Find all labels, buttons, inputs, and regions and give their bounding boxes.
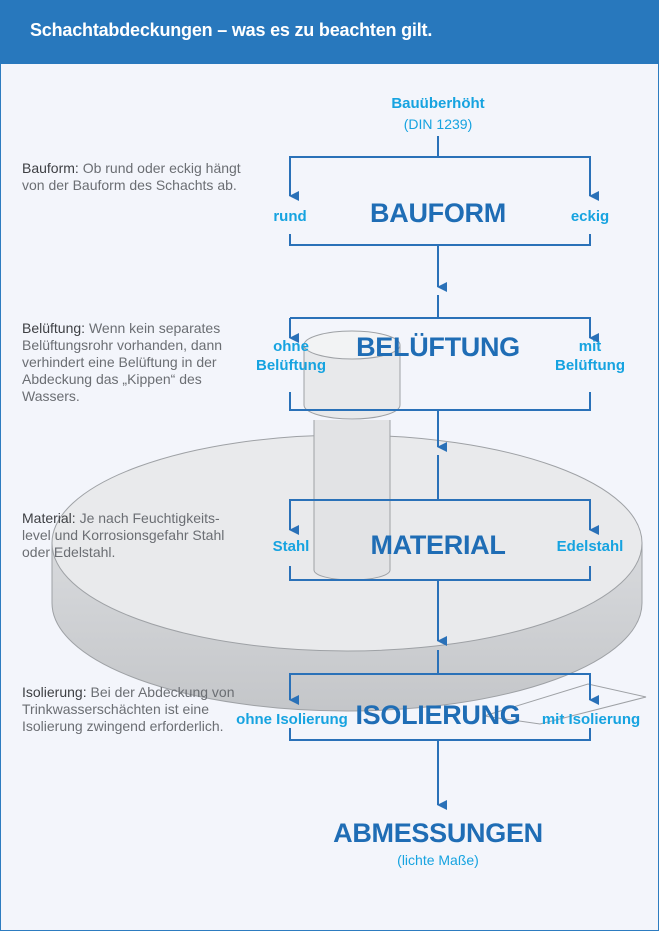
option-ohne-isolierung: ohne Isolierung: [236, 711, 348, 728]
top-label: Bauüberhöht: [391, 95, 485, 112]
option-ohne-belueftung: ohne Belüftung: [256, 338, 326, 374]
step-title-bauform: BAUFORM: [370, 198, 506, 228]
bottom-title-abmessungen: ABMESSUNGEN: [333, 818, 543, 848]
note-term: Bauform:: [22, 160, 79, 176]
note-term: Belüftung:: [22, 320, 86, 336]
option-stahl: Stahl: [272, 538, 310, 555]
header-bar: Schachtabdeckungen – was es zu beachten …: [0, 0, 659, 64]
top-sublabel: (DIN 1239): [403, 116, 473, 132]
option-mit-belueftung: mit Belüftung: [555, 338, 625, 374]
note-text: Ob rund oder eckig hängt von der Bauform…: [22, 160, 241, 193]
note-text: Wenn kein separates Belüftungsrohr vorha…: [22, 320, 223, 404]
option-rund: rund: [273, 208, 307, 225]
option-mit-isolierung: mit Isolierung: [541, 711, 641, 728]
note-belueftung: Belüftung: Wenn kein separates Belüftung…: [22, 320, 242, 405]
note-term: Isolierung:: [22, 684, 87, 700]
note-term: Material:: [22, 510, 76, 526]
step-title-isolierung: ISOLIERUNG: [355, 700, 521, 730]
page-title: Schachtabdeckungen – was es zu beachten …: [30, 20, 433, 40]
note-material: Material: Je nach Feuchtigkeits-level un…: [22, 510, 242, 561]
option-eckig: eckig: [570, 208, 610, 225]
flow-connectors: [289, 136, 599, 810]
bottom-sublabel: (lichte Maße): [397, 852, 479, 868]
note-text: Je nach Feuchtigkeits-level und Korrosio…: [22, 510, 225, 560]
note-text: Bei der Abdeckung von Trinkwasserschächt…: [22, 684, 235, 734]
note-bauform: Bauform: Ob rund oder eckig hängt von de…: [22, 160, 242, 194]
step-title-belueftung: BELÜFTUNG: [356, 332, 520, 362]
note-isolierung: Isolierung: Bei der Abdeckung von Trinkw…: [22, 684, 242, 735]
step-title-material: MATERIAL: [370, 530, 506, 560]
option-edelstahl: Edelstahl: [556, 538, 624, 555]
manhole-cover-illustration: [51, 330, 647, 725]
